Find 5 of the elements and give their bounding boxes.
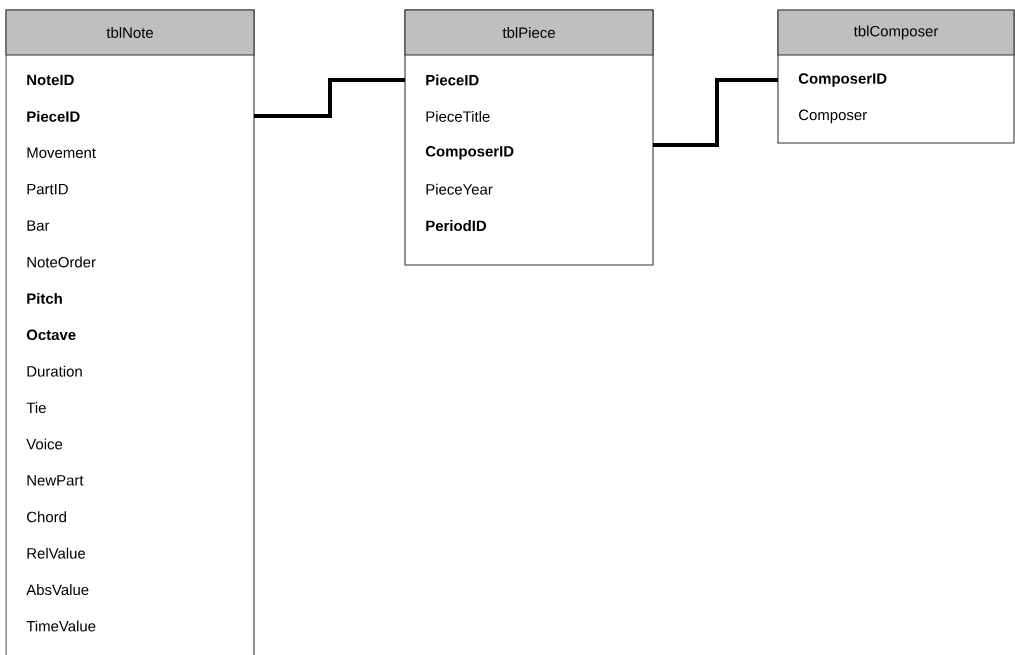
connector-line [653,78,778,147]
table: tblNote NoteID PieceID Movement PartID Bar NoteOrder Pitch Octave Duration Tie Voice NewPart Chord RelValue AbsValue TimeValue [5,9,255,655]
connector-line [254,78,405,118]
table: tblPiece PieceID PieceTitle ComposerID PieceYear PeriodID [404,9,654,266]
table: tblComposer ComposerID Composer [777,9,1015,144]
